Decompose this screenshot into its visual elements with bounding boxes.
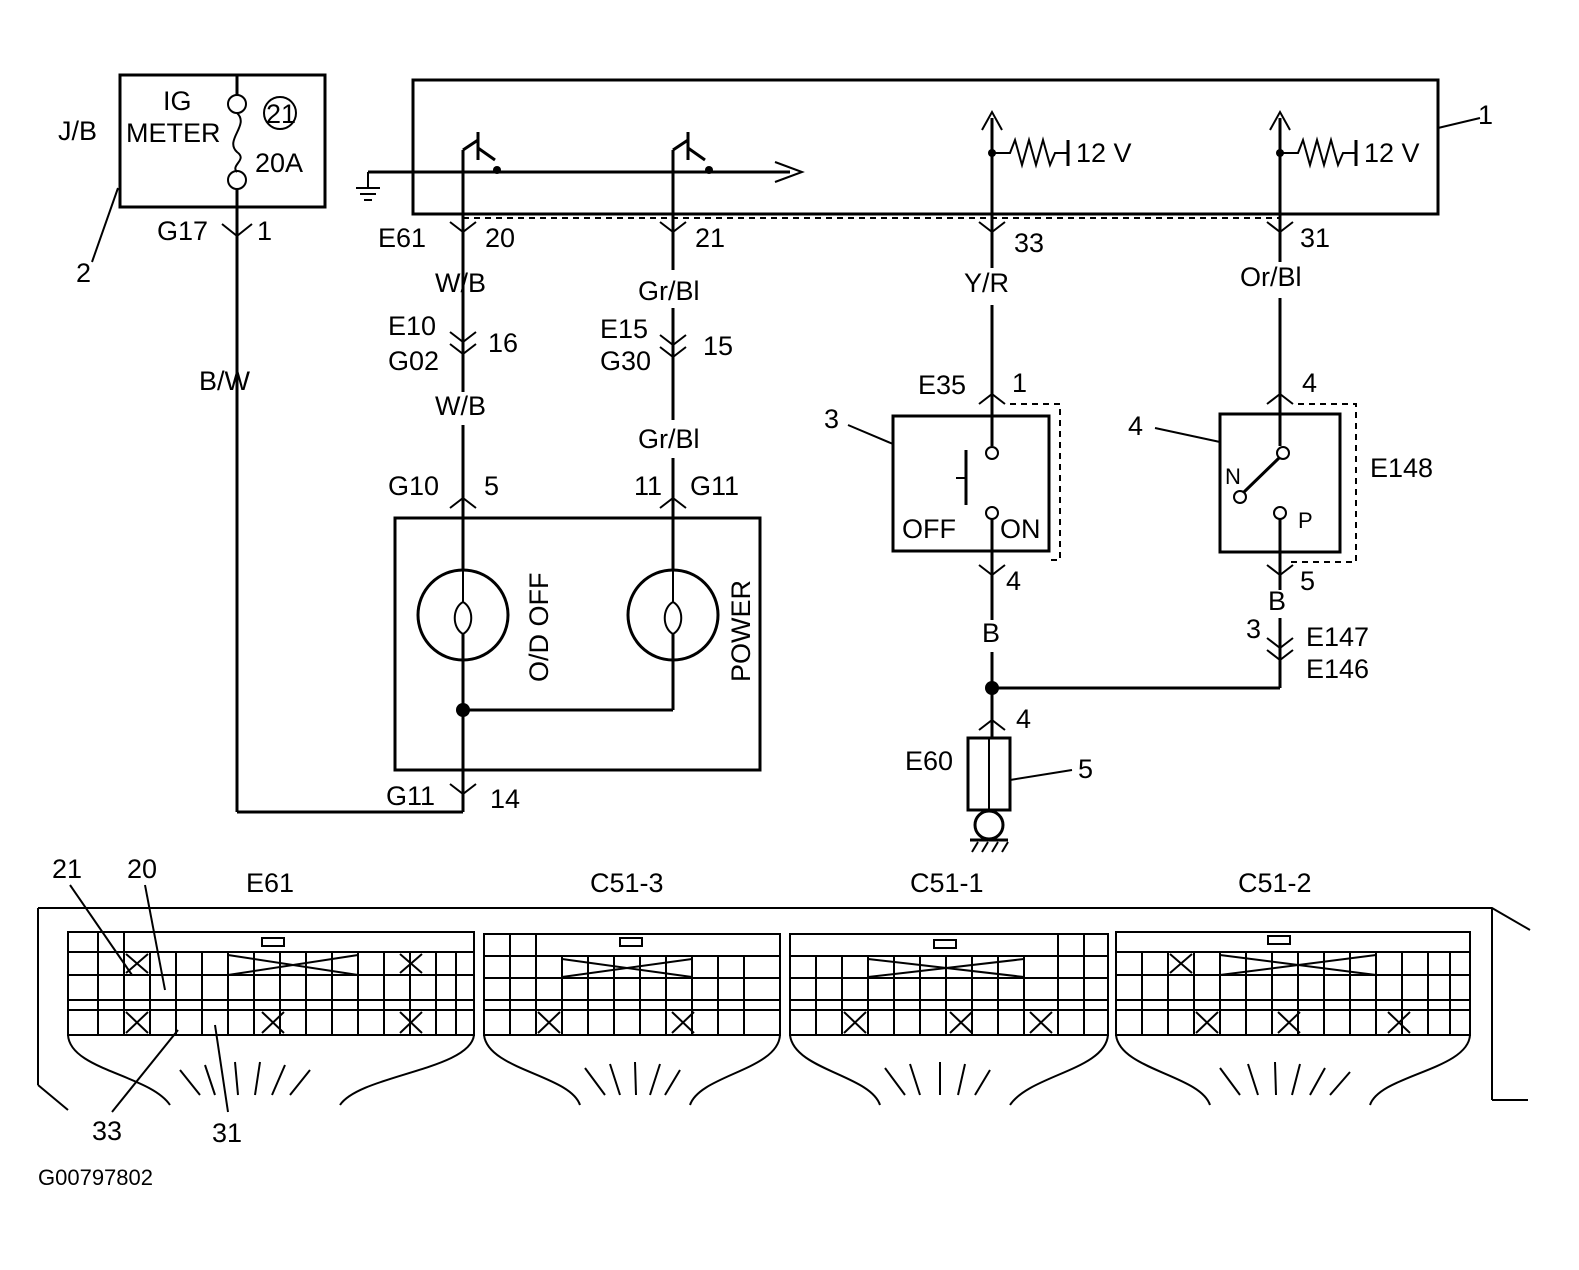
wire-bw-label: B/W [199,366,251,396]
switch4-n: N [1225,464,1241,489]
fuse-rating: 20A [255,148,303,178]
wire-orbl-label: Or/Bl [1240,262,1302,292]
e10-label: E10 [388,311,436,341]
overdrive-switch: 3 OFF ON 4 B [824,403,1061,738]
face-callout-31: 31 [212,1118,242,1148]
jb-label: J/B [58,116,97,146]
wire-yr-label: Y/R [964,268,1009,298]
face-c51-2-grid [1115,931,1471,1036]
e60-label: E60 [905,746,953,776]
jb-ig-label: IG [163,86,192,116]
g10-pin: 5 [484,471,499,501]
e147-pin-3: 3 [1246,614,1261,644]
e35-pin-4: 4 [1006,566,1021,596]
ground-point: 4 E60 5 [905,704,1093,853]
junction-block: J/B IG METER 21 20A 2 [58,73,327,288]
face-c51-3-label: C51-3 [590,868,664,898]
g11-bottom-connector: G11 14 [386,770,520,814]
face-callout-20: 20 [127,854,157,884]
e147-label: E147 [1306,622,1369,652]
e35-pin-1: 1 [1012,368,1027,398]
e60-pin-4: 4 [1016,704,1031,734]
e61-pin-31: 31 [1300,223,1330,253]
face-e61-grid [67,931,475,1036]
face-e61-label: E61 [246,868,294,898]
wire-b-left: B [982,618,1000,648]
wire-b-right: B [1268,586,1286,616]
e15-label: E15 [600,314,648,344]
face-c51-3-grid [483,933,781,1036]
switch3-callout: 3 [824,404,839,434]
e61-pin-21: 21 [695,223,725,253]
g10-label: G10 [388,471,439,501]
bw-circuit: G17 1 B/W [157,207,463,814]
ecu-callout: 1 [1478,100,1493,130]
g02-label: G02 [388,346,439,376]
g17-pin: 1 [257,216,272,246]
g11-bot-label: G11 [386,781,435,811]
jb-callout: 2 [76,258,91,288]
e61-label: E61 [378,223,426,253]
neutral-park-switch: 4 E148 N P 5 B 3 E147 E146 [985,403,1433,695]
jb-meter-label: METER [126,118,221,148]
switch4-p: P [1298,508,1313,533]
face-e61-columns [97,932,457,1035]
switch3-off: OFF [902,514,956,544]
figure-id: G00797802 [38,1165,153,1190]
wire-grbl-top: Gr/Bl [638,276,700,306]
face-c51-1-grid [789,933,1109,1036]
indicator-lamp-panel: O/D OFF POWER [393,516,762,772]
ecu-voltage-b: 12 V [1364,138,1420,168]
switch3-on: ON [1000,514,1041,544]
wire-wb-top: W/B [435,268,486,298]
wire-wb-bot: W/B [435,391,486,421]
orbl-circuit: Or/Bl 4 [1240,214,1317,446]
e61-connector: E61 20 21 33 31 [378,217,1330,258]
control-module: 1 12 V 12 V [356,78,1493,216]
e148-pin-5: 5 [1300,566,1315,596]
g17-label: G17 [157,216,208,246]
e61-pin-33: 33 [1014,228,1044,258]
g11-pin-11: 11 [634,471,662,501]
e148-pin-4: 4 [1302,368,1317,398]
fuse-number: 21 [266,99,296,129]
e10-pin: 16 [488,328,518,358]
g11-pin-14: 14 [490,784,520,814]
g11-top-label: G11 [690,471,739,501]
face-callout-33: 33 [92,1116,122,1146]
wb-circuit: W/B E10 G02 16 W/B G10 5 [388,214,518,518]
grbl-circuit: Gr/Bl E15 G30 15 Gr/Bl 11 G11 [600,214,739,518]
wire-grbl-bot: Gr/Bl [638,424,700,454]
yr-circuit: Y/R E35 1 [918,214,1027,446]
lamp-power-label: POWER [726,580,756,682]
e35-label: E35 [918,370,966,400]
face-c51-1-label: C51-1 [910,868,984,898]
e61-pin-20: 20 [485,223,515,253]
face-c51-2-label: C51-2 [1238,868,1312,898]
lamp-od-off-label: O/D OFF [524,573,554,683]
ecu-voltage-a: 12 V [1076,138,1132,168]
e148-label: E148 [1370,453,1433,483]
switch4-callout: 4 [1128,411,1143,441]
ground5-callout: 5 [1078,754,1093,784]
connector-face-view: E61 C51-3 C51-1 C51-2 [37,854,1531,1148]
g30-label: G30 [600,346,651,376]
face-wire-harness [67,1034,1471,1106]
e15-pin: 15 [703,331,733,361]
face-callout-21: 21 [52,854,82,884]
e146-label: E146 [1306,654,1369,684]
